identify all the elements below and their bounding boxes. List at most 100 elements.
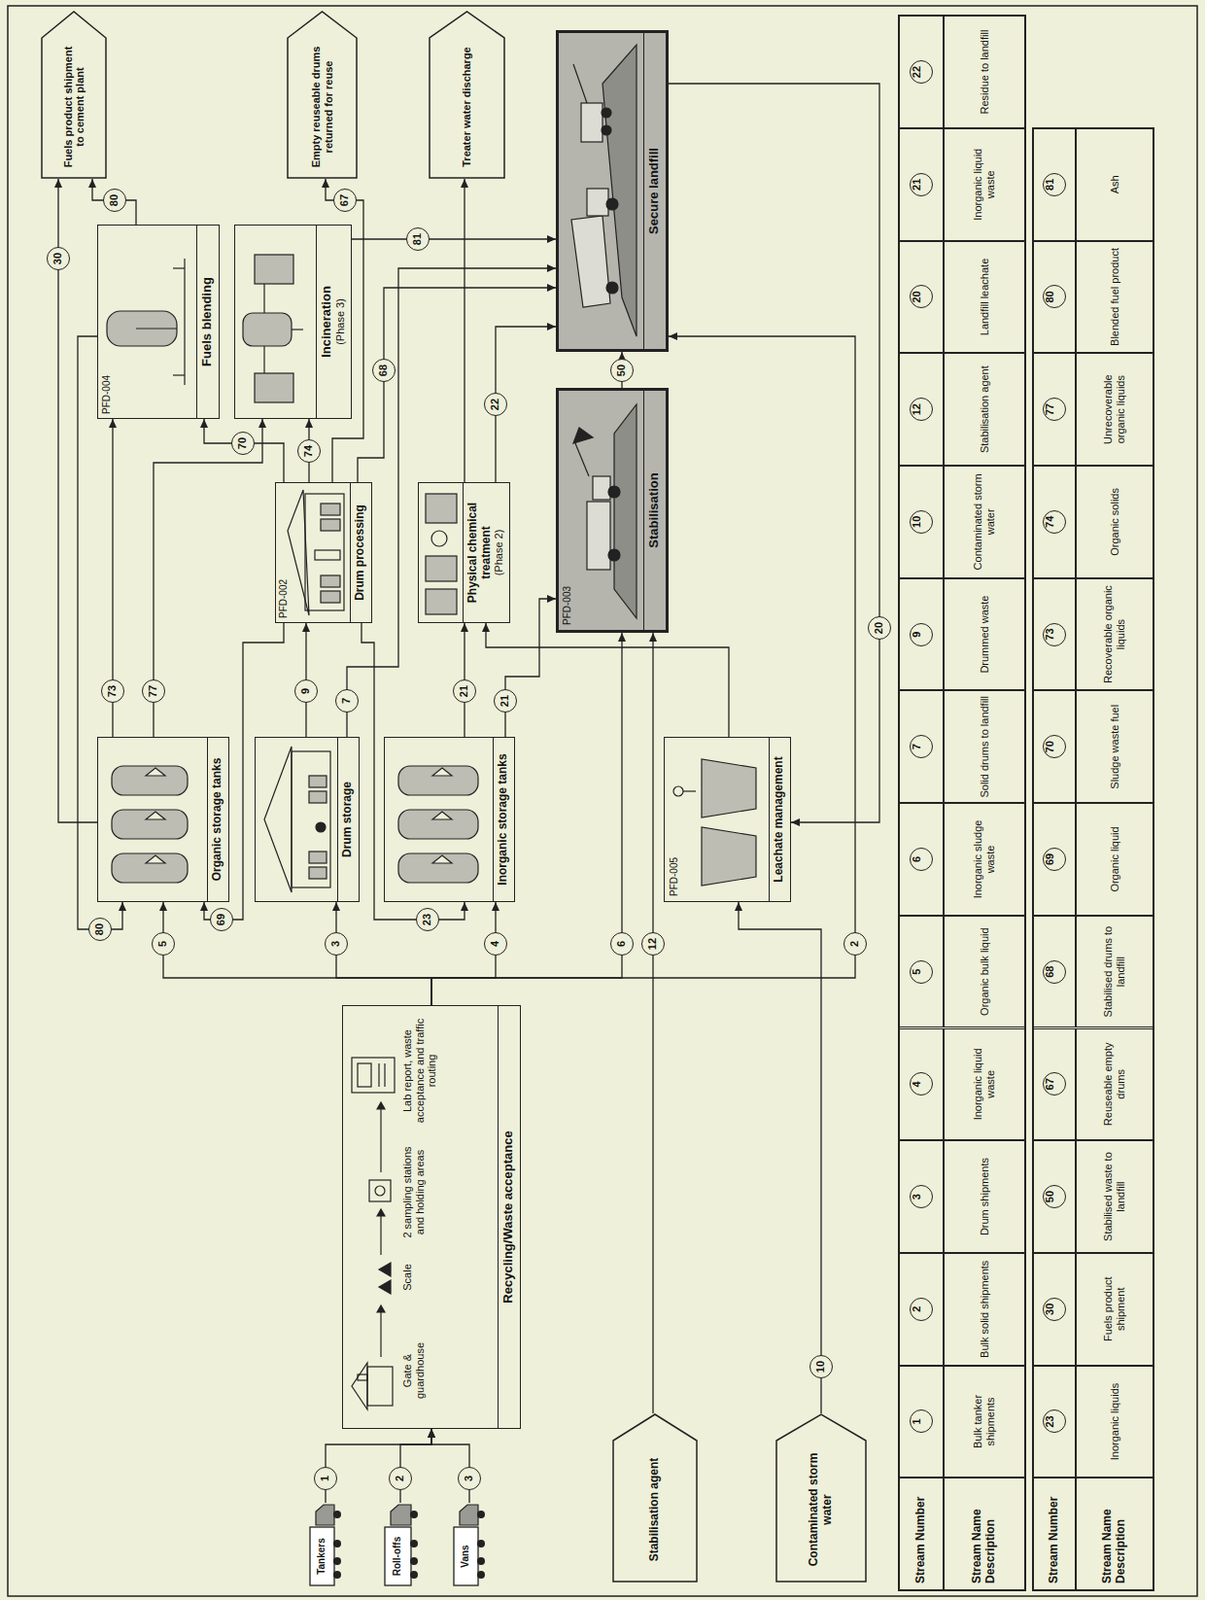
title-strip: Drum storage bbox=[337, 737, 359, 901]
stream-number: 12 bbox=[909, 397, 933, 421]
stream-number: 80 bbox=[103, 188, 127, 212]
stream-description: Unrecoverable organic liquids bbox=[1101, 353, 1127, 465]
stream-number: 23 bbox=[415, 907, 440, 931]
stream-number: 2 bbox=[909, 1297, 933, 1321]
box-title: Secure landfill bbox=[647, 34, 662, 347]
flow-line bbox=[351, 238, 556, 240]
stream-description: Blended fuel product bbox=[1108, 243, 1122, 350]
arrow-box-outline bbox=[40, 10, 107, 179]
recycling-icons bbox=[351, 1057, 395, 1410]
stream-number: 9 bbox=[909, 622, 933, 647]
flow-line bbox=[204, 418, 284, 482]
table-cell: 1 bbox=[898, 1365, 944, 1479]
flow-line bbox=[668, 83, 880, 823]
stream-description: Inorganic liquid waste bbox=[971, 129, 997, 241]
table-header: Stream Number bbox=[914, 1496, 929, 1584]
table-cell: 6 bbox=[898, 802, 944, 916]
stream-number: 20 bbox=[909, 284, 933, 309]
table-header-cell: Stream Number bbox=[898, 1477, 944, 1590]
arrow-box-shape bbox=[613, 1413, 697, 1582]
table-cell: 7 bbox=[898, 689, 944, 803]
stream-number: 1 bbox=[909, 1409, 933, 1433]
stream-number: 6 bbox=[909, 847, 933, 871]
node-text: Fuels product shipment to cement plant bbox=[62, 40, 87, 173]
node-text: Gate & guardhouse bbox=[401, 1326, 426, 1414]
output-arrow-box: Empty reuseable drums returned for reuse bbox=[286, 10, 358, 179]
table-cell: Recoverable organic liquids bbox=[1075, 578, 1154, 691]
table-cell: Inorganic liquids bbox=[1075, 1365, 1154, 1479]
box-title: Leachate management bbox=[772, 739, 787, 899]
stream-description: Bulk solid shipments bbox=[978, 1256, 992, 1362]
arrow-box-shape bbox=[776, 1413, 866, 1582]
table-cell: 20 bbox=[898, 241, 944, 354]
building-icons bbox=[264, 489, 345, 893]
table-cell: 67 bbox=[1032, 1028, 1076, 1141]
truck-wheel bbox=[333, 1539, 342, 1548]
stream-number: 80 bbox=[88, 917, 112, 941]
stream-description: Solid drums to landfill bbox=[978, 691, 992, 802]
stream-number: 7 bbox=[335, 688, 359, 713]
title-strip: Stabilisation bbox=[643, 390, 666, 630]
process-box: Drum storage bbox=[254, 736, 360, 902]
stream-description: Inorganic liquids bbox=[1108, 1378, 1122, 1465]
table-cell: 2 bbox=[898, 1252, 944, 1366]
node-text: Scale bbox=[401, 1247, 414, 1307]
table-cell: 70 bbox=[1032, 689, 1076, 803]
output-arrow-box: Treater water discharge bbox=[428, 10, 506, 179]
treatment-icons bbox=[425, 493, 457, 615]
stream-number: 68 bbox=[1042, 960, 1067, 984]
node-text: 2 sampling stations and holding areas bbox=[401, 1140, 426, 1243]
truck-wheel bbox=[410, 1556, 418, 1565]
table-cell: 81 bbox=[1032, 128, 1076, 241]
stream-description: Stabilised drums to landfill bbox=[1101, 916, 1127, 1028]
output-arrow-box: Fuels product shipment to cement plant bbox=[40, 10, 107, 179]
stream-description: Recoverable organic liquids bbox=[1101, 579, 1127, 690]
vehicle-label: Roll-offs bbox=[391, 1527, 404, 1584]
arrow-box-outline bbox=[286, 10, 358, 179]
arrow-box-shape bbox=[287, 11, 357, 178]
stream-number: 81 bbox=[406, 227, 430, 251]
stream-number: 2 bbox=[388, 1466, 413, 1490]
node-text: PFD-003 bbox=[561, 566, 574, 625]
title-strip: Leachate management bbox=[768, 737, 791, 901]
table-cell: Landfill leachate bbox=[943, 241, 1026, 354]
table-cell: Drum shipments bbox=[943, 1139, 1026, 1253]
pond-icons bbox=[673, 758, 757, 886]
truck-wheel bbox=[477, 1539, 485, 1548]
stream-number: 6 bbox=[610, 931, 634, 956]
truck-body bbox=[384, 1526, 412, 1585]
stream-number: 80 bbox=[1042, 284, 1067, 309]
flow-line bbox=[361, 622, 465, 920]
flow-line bbox=[325, 1428, 432, 1503]
stream-number: 73 bbox=[101, 679, 125, 703]
table-cell: Reuseable empty drums bbox=[1075, 1028, 1154, 1141]
truck-wheel bbox=[333, 1510, 342, 1518]
flow-line bbox=[463, 178, 465, 482]
flow-line bbox=[505, 598, 556, 737]
table-cell: Drummed waste bbox=[943, 578, 1026, 691]
stream-number: 69 bbox=[1042, 847, 1067, 871]
stream-description: Stabilisation agent bbox=[978, 361, 992, 457]
node-text: Stabilisation agent bbox=[648, 1444, 662, 1575]
process-box: Incineration(Phase 3) bbox=[234, 224, 352, 419]
truck: Tankers bbox=[309, 1502, 343, 1586]
flow-line bbox=[77, 336, 123, 930]
stream-number: 4 bbox=[909, 1071, 933, 1096]
truck-wheel bbox=[333, 1556, 342, 1565]
table-cell: Organic bulk liquid bbox=[943, 915, 1026, 1029]
stream-description: Contaminated storm water bbox=[971, 466, 997, 578]
flow-line bbox=[346, 268, 556, 737]
stream-number: 50 bbox=[1042, 1184, 1067, 1208]
stream-number: 2 bbox=[843, 931, 867, 956]
stream-description: Organic solids bbox=[1108, 483, 1122, 560]
stream-number: 20 bbox=[867, 616, 892, 640]
stream-description: Drum shipments bbox=[978, 1153, 992, 1240]
stream-number: 1 bbox=[313, 1466, 338, 1490]
table-cell: Inorganic liquid waste bbox=[943, 128, 1026, 241]
title-strip: Inorganic storage tanks bbox=[492, 737, 515, 901]
arrow-box-shape bbox=[41, 11, 106, 178]
table-cell: Bulk solid shipments bbox=[943, 1252, 1026, 1366]
stream-number: 7 bbox=[909, 734, 933, 758]
